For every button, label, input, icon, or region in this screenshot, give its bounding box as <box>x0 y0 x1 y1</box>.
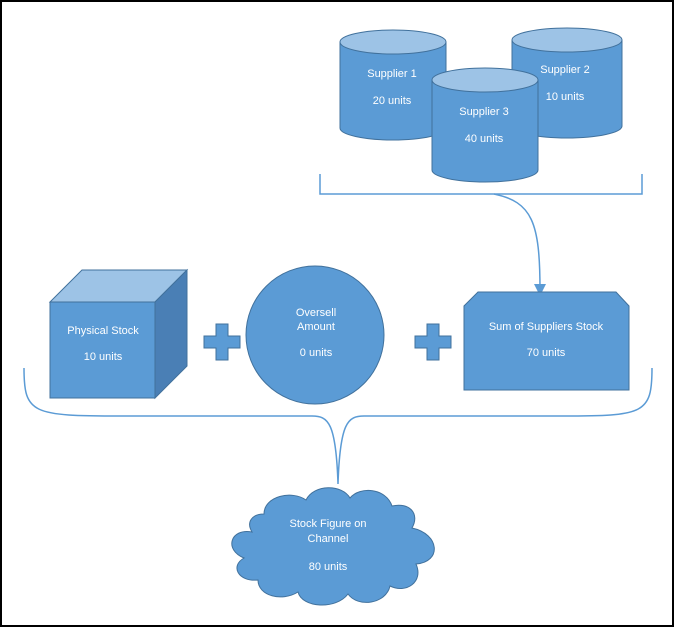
sum-suppliers-value: 70 units <box>526 347 566 359</box>
supplier-3-stock: 40 units <box>464 133 504 145</box>
sum-arrow <box>493 193 546 296</box>
total-bracket <box>23 367 653 485</box>
supplier-3-name: Supplier 3 <box>459 106 509 118</box>
plus-icon <box>414 323 452 361</box>
sum-suppliers-name: Sum of Suppliers Stock <box>488 321 604 333</box>
oversell-circle <box>245 265 385 405</box>
supplier-1-cylinder <box>339 29 447 141</box>
channel-stock-name-line-2: Channel <box>307 533 349 545</box>
channel-stock-cloud <box>231 487 435 606</box>
supplier-3-cylinder <box>431 67 539 183</box>
oversell-name-line-1: Oversell <box>295 307 337 319</box>
supplier-2-stock: 10 units <box>545 91 585 103</box>
supplier-bracket <box>319 174 643 195</box>
supplier-2-cylinder <box>511 27 623 139</box>
physical-stock-name: Physical Stock <box>67 325 139 337</box>
oversell-value: 0 units <box>299 347 333 359</box>
channel-stock-value: 80 units <box>308 561 348 573</box>
plus-icon <box>203 323 241 361</box>
oversell-name-line-2: Amount <box>297 321 335 333</box>
physical-stock-value: 10 units <box>83 351 123 363</box>
supplier-1-stock: 20 units <box>372 95 412 107</box>
supplier-2-name: Supplier 2 <box>540 64 590 76</box>
supplier-1-name: Supplier 1 <box>367 68 417 80</box>
channel-stock-name-line-1: Stock Figure on <box>289 518 367 530</box>
physical-stock-cube <box>48 268 189 400</box>
sum-suppliers-box <box>463 291 630 391</box>
